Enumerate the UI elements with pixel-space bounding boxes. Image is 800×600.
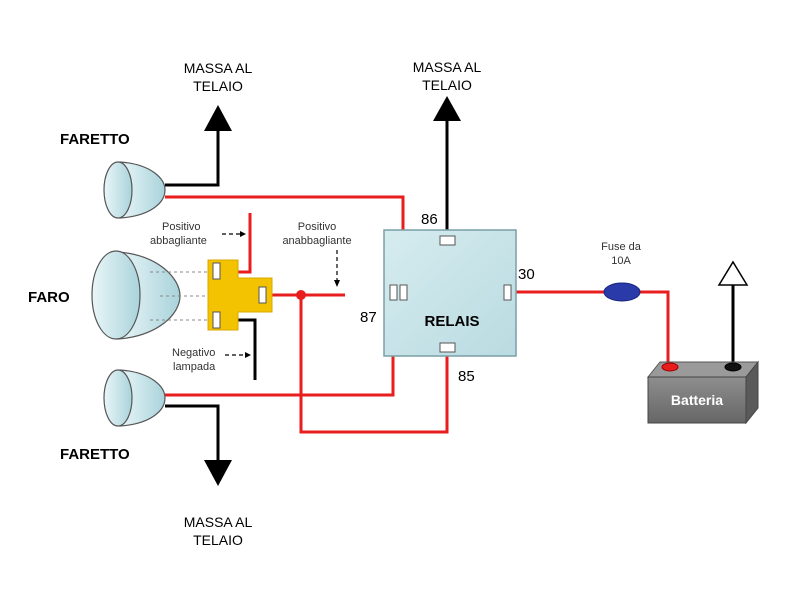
relay: [383, 229, 517, 357]
relay-pin-85: [439, 342, 456, 353]
battery-positive-terminal: [661, 362, 679, 372]
faro-connector: [207, 259, 273, 331]
pin-86-label: 86: [421, 211, 438, 228]
pin-30-label: 30: [518, 266, 535, 283]
positivo-anabbagliante-label-2: anabbagliante: [282, 235, 351, 247]
faretto-top-lamp: [103, 161, 166, 219]
negativo-pointer-head: [245, 352, 251, 358]
relay-pin-87b: [399, 284, 408, 301]
faretto-top-label: FARETTO: [60, 131, 130, 148]
positivo-abbagliante-label-2: abbagliante: [150, 235, 207, 247]
pin-87-label: 87: [360, 309, 377, 326]
ground-label-top-left-1: MASSA AL: [184, 60, 253, 76]
faretto-bottom-lamp: [103, 369, 166, 427]
ground-label-top-mid-2: TELAIO: [422, 77, 472, 93]
fuse: [603, 282, 641, 302]
abbagliante-wire: [237, 213, 252, 274]
ground-label-bottom-2: TELAIO: [193, 532, 243, 548]
ground-label-bottom-1: MASSA AL: [184, 514, 253, 530]
junction-dot: [296, 290, 306, 300]
relay-pin-87a: [389, 284, 398, 301]
positivo-abbagliante-label-1: Positivo: [162, 221, 201, 233]
battery-negative-terminal: [724, 362, 742, 372]
ground-arrow-up-mid: [433, 96, 461, 121]
battery: [646, 360, 760, 425]
ground-arrow-up-left: [204, 105, 232, 131]
ground-wire-faretto-bottom: [165, 404, 220, 462]
abbagliante-pointer-head: [240, 231, 246, 237]
ground-arrow-battery: [717, 260, 749, 286]
faro-lamp: [91, 250, 210, 340]
fuse-label-2: 10A: [611, 255, 631, 267]
signal-wire-85-loop: [299, 295, 449, 434]
negativo-lampada-label-1: Negativo: [172, 347, 215, 359]
relay-pin-86: [439, 235, 456, 246]
positivo-anabbagliante-label-1: Positivo: [298, 221, 337, 233]
ground-arrow-down: [204, 460, 232, 486]
faretto-bottom-label: FARETTO: [60, 446, 130, 463]
relay-label: RELAIS: [424, 313, 479, 330]
fuse-label-1: Fuse da: [601, 241, 642, 253]
ground-label-top-mid-1: MASSA AL: [413, 59, 482, 75]
negativo-lampada-label-2: lampada: [173, 361, 216, 373]
negativo-wire: [237, 318, 257, 380]
battery-label: Batteria: [671, 392, 723, 408]
wire-fuse-to-battery: [640, 290, 670, 365]
ground-wire-faretto-top: [165, 125, 220, 187]
anabbagliante-pointer-head: [334, 280, 340, 287]
faro-label: FARO: [28, 289, 70, 306]
relay-pin-30: [503, 284, 512, 301]
pin-85-label: 85: [458, 368, 475, 385]
positive-wire-faretto-bottom: [165, 292, 395, 397]
ground-label-top-left-2: TELAIO: [193, 78, 243, 94]
